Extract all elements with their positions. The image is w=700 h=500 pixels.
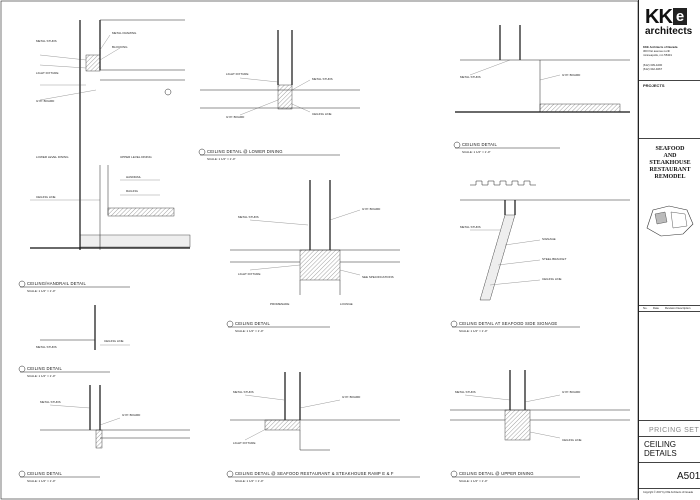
detail-scale-6: SCALE: 1 1/2" = 1'-0" xyxy=(459,329,488,333)
svg-text:LIGHT FIXTURE: LIGHT FIXTURE xyxy=(226,72,248,76)
project-title-line: AND xyxy=(663,153,677,159)
svg-text:METAL STUDS: METAL STUDS xyxy=(312,77,333,81)
svg-text:GYP. BOARD: GYP. BOARD xyxy=(362,207,381,211)
svg-text:GYP. BOARD: GYP. BOARD xyxy=(226,115,245,119)
firm-name: KKE Architects of Nevada xyxy=(643,45,678,49)
detail-ceiling-4: METAL STUDS LIGHT FIXTURE GYP. BOARD SEE… xyxy=(226,180,400,333)
detail-scale-9: SCALE: 1 1/2" = 1'-0" xyxy=(459,479,488,483)
sheet-title-line2: DETAILS xyxy=(644,449,677,458)
sheet-title-line1: CEILING xyxy=(644,440,677,449)
svg-text:METAL STUDS: METAL STUDS xyxy=(233,390,254,394)
svg-text:GYP. BOARD: GYP. BOARD xyxy=(562,390,581,394)
revision-header-no: No. xyxy=(643,306,648,310)
project-title-line: RESTAURANT xyxy=(649,167,691,173)
detail-scale-7: SCALE: 1 1/2" = 1'-0" xyxy=(27,479,56,483)
detail-title-9: CEILING DETAIL @ UPPER DINING xyxy=(459,471,534,476)
firm-phone: (612) 339-4200 xyxy=(643,63,663,67)
detail-title-4: CEILING DETAIL xyxy=(235,321,271,326)
detail-scale-4: SCALE: 1 1/2" = 1'-0" xyxy=(235,329,264,333)
svg-text:GYP. BOARD: GYP. BOARD xyxy=(122,413,141,417)
detail-title-2: CEILING DETAIL @ LOWER DINING xyxy=(207,149,283,154)
logo-word: architects xyxy=(645,26,693,37)
svg-text:SEE SPECIFICATIONS: SEE SPECIFICATIONS xyxy=(362,275,394,279)
svg-text:BLOCKING: BLOCKING xyxy=(112,45,128,49)
svg-text:METAL STUDS: METAL STUDS xyxy=(238,215,259,219)
detail-scale-1: SCALE: 1 1/2" = 1'-0" xyxy=(27,289,56,293)
svg-text:CEILING LINE: CEILING LINE xyxy=(312,112,332,116)
logo-letters: KK xyxy=(645,6,673,28)
detail-lower-dining: LIGHT FIXTURE GYP. BOARD METAL STUDS CEI… xyxy=(198,30,360,161)
svg-text:LIGHT FIXTURE: LIGHT FIXTURE xyxy=(233,441,255,445)
projects-label: PROJECTS xyxy=(643,83,665,88)
svg-text:METAL STUDS: METAL STUDS xyxy=(455,390,476,394)
revision-header-date: Date xyxy=(653,306,659,310)
svg-text:HANDRAIL: HANDRAIL xyxy=(126,175,142,179)
firm-address-1: 300 first avenue north xyxy=(643,49,671,53)
detail-ceiling-5: METAL STUDS CEILING LINE CEILING DETAIL … xyxy=(18,305,130,378)
svg-text:GYP. BOARD: GYP. BOARD xyxy=(36,99,55,103)
detail-title-7: CEILING DETAIL xyxy=(27,471,63,476)
svg-text:METAL STUDS: METAL STUDS xyxy=(40,400,61,404)
firm-fax: (612) 342-9267 xyxy=(643,67,663,71)
detail-title-3: CEILING DETAIL xyxy=(462,142,498,147)
svg-text:GYP. BOARD: GYP. BOARD xyxy=(562,73,581,77)
svg-text:SIGNAGE: SIGNAGE xyxy=(542,237,556,241)
svg-text:RAILING: RAILING xyxy=(126,189,139,193)
logo-e: e xyxy=(672,8,688,25)
firm-address-2: minneapolis, mn 55401 xyxy=(643,53,672,57)
detail-ceiling-3: METAL STUDS GYP. BOARD CEILING DETAIL SC… xyxy=(453,25,630,154)
svg-text:METAL STUDS: METAL STUDS xyxy=(460,225,481,229)
svg-text:STEEL BRACKET: STEEL BRACKET xyxy=(542,257,567,261)
detail-title-1: CEILING/HANDRAIL DETAIL xyxy=(27,281,87,286)
detail-title-8: CEILING DETAIL @ SEAFOOD RESTAURANT & ST… xyxy=(235,471,394,476)
detail-ramp: METAL STUDS LIGHT FIXTURE GYP. BOARD CEI… xyxy=(226,372,420,483)
detail-scale-3: SCALE: 1 1/2" = 1'-0" xyxy=(462,150,491,154)
svg-text:GYP. BOARD: GYP. BOARD xyxy=(342,395,361,399)
detail-title-5: CEILING DETAIL xyxy=(27,366,63,371)
project-title-line: REMODEL xyxy=(654,174,686,180)
project-title-line: STEAKHOUSE xyxy=(649,160,691,166)
detail-title-6: CEILING DETAIL AT SEAFOOD SIDE SIGNAGE xyxy=(459,321,557,326)
sheet-title: CEILING DETAILS xyxy=(644,440,677,458)
detail-upper-dining: METAL STUDS GYP. BOARD CEILING LINE CEIL… xyxy=(450,370,630,483)
svg-text:CEILING LINE: CEILING LINE xyxy=(542,277,562,281)
svg-text:LIGHT FIXTURE: LIGHT FIXTURE xyxy=(238,272,260,276)
svg-text:METAL FRAMING: METAL FRAMING xyxy=(112,31,137,35)
svg-text:CEILING LINE: CEILING LINE xyxy=(104,339,124,343)
note-upper-level-dining: UPPER LEVEL DINING xyxy=(120,155,152,159)
detail-scale-8: SCALE: 1 1/2" = 1'-0" xyxy=(235,479,264,483)
detail-ceiling-7: METAL STUDS GYP. BOARD CEILING DETAIL SC… xyxy=(18,385,190,483)
sheet-number: A501 xyxy=(677,471,700,482)
detail-signage: METAL STUDS SIGNAGE STEEL BRACKET CEILIN… xyxy=(450,180,630,333)
key-plan xyxy=(646,205,694,237)
note-promenade: PROMENADE xyxy=(270,302,289,306)
project-title: SEAFOOD AND STEAKHOUSE RESTAURANT REMODE… xyxy=(643,146,697,181)
detail-scale-2: SCALE: 1 1/2" = 1'-0" xyxy=(207,157,236,161)
revision-header-description: Revision Description xyxy=(665,306,691,310)
svg-text:METAL STUDS: METAL STUDS xyxy=(36,39,57,43)
project-title-line: SEAFOOD xyxy=(655,146,685,152)
svg-text:METAL STUDS: METAL STUDS xyxy=(36,345,57,349)
note-lower-level-dining: LOWER LEVEL DINING xyxy=(36,155,69,159)
copyright: Copyright © 2007 by KKE Architects of Ne… xyxy=(643,491,693,494)
svg-text:CEILING LINE: CEILING LINE xyxy=(36,195,56,199)
note-lounge: LOUNGE xyxy=(340,302,353,306)
svg-text:METAL STUDS: METAL STUDS xyxy=(460,75,481,79)
detail-ceiling-handrail: METAL STUDS LIGHT FIXTURE GYP. BOARD MET… xyxy=(18,19,191,293)
pricing-set-label: PRICING SET xyxy=(649,427,700,434)
detail-scale-5: SCALE: 1 1/2" = 1'-0" xyxy=(27,374,56,378)
svg-text:LIGHT FIXTURE: LIGHT FIXTURE xyxy=(36,71,58,75)
svg-text:CEILING LINE: CEILING LINE xyxy=(562,438,582,442)
